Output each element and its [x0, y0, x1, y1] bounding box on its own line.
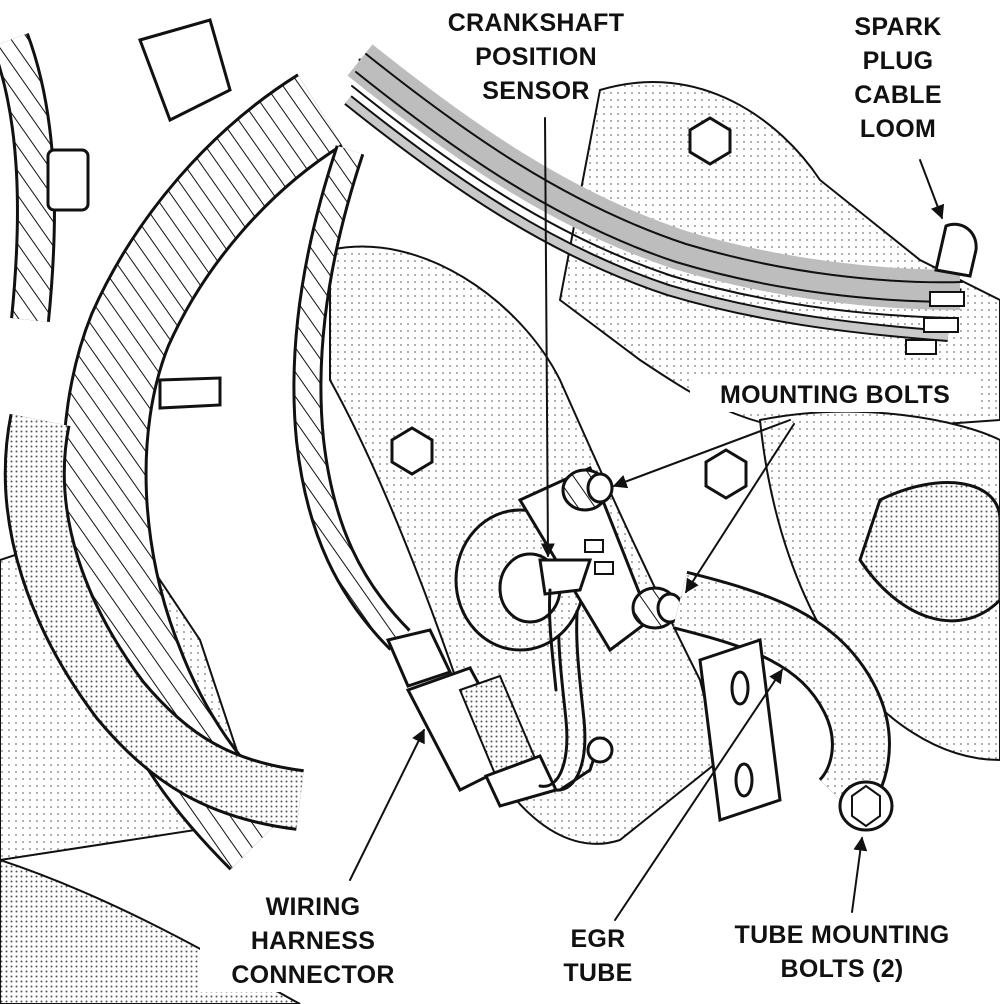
label-egr-tube: EGR TUBE: [548, 922, 648, 990]
sensor-mounting-bolts: [390, 116, 748, 630]
sensor-bolt-upper: [561, 468, 614, 512]
label-crankshaft-position-sensor: CRANKSHAFT POSITION SENSOR: [422, 6, 650, 108]
leader-crankshaft-sensor: [540, 117, 555, 558]
label-mounting-bolts: MOUNTING BOLTS: [690, 378, 980, 412]
sensor-wire: [292, 145, 411, 651]
leader-egr-tube: [614, 668, 783, 921]
label-line: WIRING: [265, 893, 361, 921]
label-line: SENSOR: [482, 77, 590, 105]
leader-tube-mounting-bolts: [851, 836, 868, 913]
label-tube-mounting-bolts: TUBE MOUNTING BOLTS (2): [712, 918, 972, 986]
sensor-bolt-lower: [631, 586, 684, 630]
label-line: CONNECTOR: [231, 961, 395, 989]
spark-plug-cable-loom: [344, 44, 978, 355]
label-line: BOLTS (2): [780, 955, 904, 983]
egr-tube: [672, 481, 1000, 823]
leader-mounting-bolt-upper: [612, 419, 791, 489]
label-spark-plug-cable-loom: SPARK PLUG CABLE LOOM: [838, 10, 958, 146]
label-line: CRANKSHAFT: [447, 9, 625, 37]
leader-lines: [349, 117, 945, 921]
label-wiring-harness-connector: WIRING HARNESS CONNECTOR: [200, 890, 426, 992]
block-bolt: [390, 116, 748, 500]
label-line: POSITION: [475, 43, 597, 71]
label-line: CABLE: [854, 81, 942, 109]
label-line: TUBE MOUNTING: [734, 921, 950, 949]
wiring-harness-connector: [385, 598, 614, 808]
label-line: MOUNTING BOLTS: [719, 381, 951, 409]
leader-wiring-harness: [349, 728, 425, 881]
label-line: SPARK: [854, 13, 942, 41]
label-line: LOOM: [859, 115, 937, 143]
label-line: PLUG: [862, 47, 934, 75]
label-line: TUBE: [563, 959, 633, 987]
label-line: HARNESS: [250, 927, 376, 955]
label-line: EGR: [570, 925, 626, 953]
tube-mounting-bolts: [838, 780, 894, 832]
leader-mounting-bolt-lower: [685, 423, 795, 594]
corrugated-harness: [0, 18, 344, 871]
leader-spark-plug-loom: [919, 159, 945, 220]
